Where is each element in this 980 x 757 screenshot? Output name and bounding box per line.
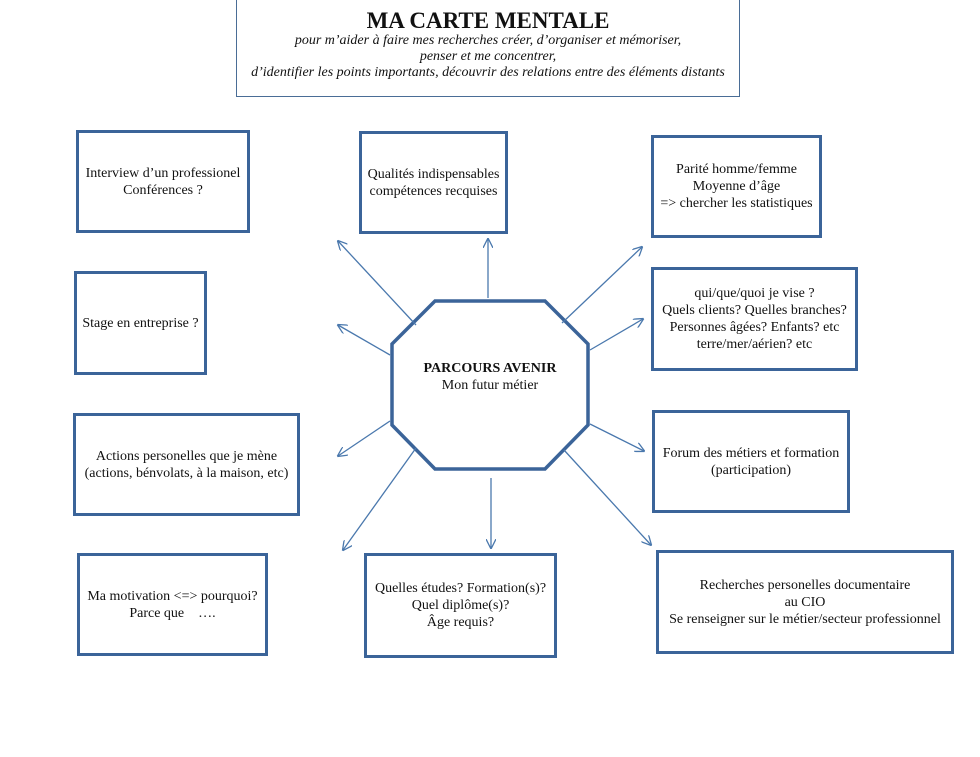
node-stage-line-1: Stage en entreprise ?	[82, 315, 199, 331]
center-node-text: PARCOURS AVENIR Mon futur métier	[392, 360, 588, 394]
node-interview: Interview d’un professionel Conférences …	[76, 130, 250, 233]
node-qualites: Qualités indispensables compétences recq…	[359, 131, 508, 234]
node-interview-line-1: Interview d’un professionel	[85, 165, 241, 181]
arrow-to-motivation	[343, 447, 417, 550]
node-etudes-line-3: Âge requis?	[426, 615, 495, 630]
center-octagon	[390, 299, 590, 471]
arrow-to-parite	[561, 247, 642, 324]
node-etudes-line-2: Quel diplôme(s)?	[411, 598, 510, 613]
node-etudes-line-1: Quelles études? Formation(s)?	[374, 581, 547, 596]
node-stage: Stage en entreprise ?	[74, 271, 207, 375]
node-parite-line-3: => chercher les statistiques	[660, 196, 813, 211]
node-motivation: Ma motivation <=> pourquoi? Parce que ….	[77, 553, 268, 656]
node-recherches: Recherches personelles documentaire au C…	[656, 550, 954, 654]
node-parite: Parité homme/femme Moyenne d’âge => cher…	[651, 135, 822, 238]
node-motivation-line-2: Parce que ….	[129, 605, 216, 621]
node-cible-line-1: qui/que/quoi je vise ?	[694, 286, 815, 301]
node-interview-line-2: Conférences ?	[123, 182, 203, 198]
node-cible-line-4: terre/mer/aérien? etc	[696, 337, 813, 352]
header-box: MA CARTE MENTALE pour m’aider à faire me…	[236, 0, 740, 97]
node-cible: qui/que/quoi je vise ? Quels clients? Qu…	[651, 267, 858, 371]
center-subtitle: Mon futur métier	[441, 378, 539, 393]
node-actions: Actions personelles que je mène (actions…	[73, 413, 300, 516]
arrow-to-actions	[338, 420, 391, 456]
node-forum-line-1: Forum des métiers et formation	[662, 445, 840, 461]
arrow-to-interview	[338, 241, 417, 326]
node-recherches-line-2: au CIO	[784, 594, 826, 610]
node-parite-line-1: Parité homme/femme	[676, 162, 797, 177]
node-forum: Forum des métiers et formation (particip…	[652, 410, 850, 513]
node-recherches-line-1: Recherches personelles documentaire	[699, 577, 911, 593]
node-cible-line-2: Quels clients? Quelles branches?	[662, 303, 847, 318]
node-qualites-line-2: compétences recquises	[369, 183, 498, 199]
arrow-to-recherches	[563, 449, 651, 545]
node-parite-line-2: Moyenne d’âge	[692, 179, 781, 194]
subtitle-line-2: penser et me concentrer,	[419, 49, 557, 64]
subtitle-line-3: d’identifier les points importants, déco…	[251, 65, 725, 80]
node-cible-line-3: Personnes âgées? Enfants? etc	[669, 320, 840, 335]
page-title: MA CARTE MENTALE	[366, 8, 610, 33]
subtitle-line-1: pour m’aider à faire mes recherches crée…	[294, 33, 682, 48]
node-motivation-line-1: Ma motivation <=> pourquoi?	[87, 588, 258, 604]
arrow-to-stage	[338, 325, 391, 356]
node-qualites-line-1: Qualités indispensables	[367, 166, 500, 182]
arrow-to-cible	[589, 319, 643, 351]
node-actions-line-1: Actions personelles que je mène	[95, 448, 278, 464]
node-actions-line-2: (actions, bénvolats, à la maison, etc)	[84, 465, 289, 481]
arrows	[338, 239, 651, 550]
center-title: PARCOURS AVENIR	[423, 361, 557, 376]
node-etudes: Quelles études? Formation(s)? Quel diplô…	[364, 553, 557, 658]
node-recherches-line-3: Se renseigner sur le métier/secteur prof…	[669, 611, 941, 627]
node-forum-line-2: (participation)	[710, 462, 792, 478]
arrow-to-forum	[589, 423, 644, 451]
